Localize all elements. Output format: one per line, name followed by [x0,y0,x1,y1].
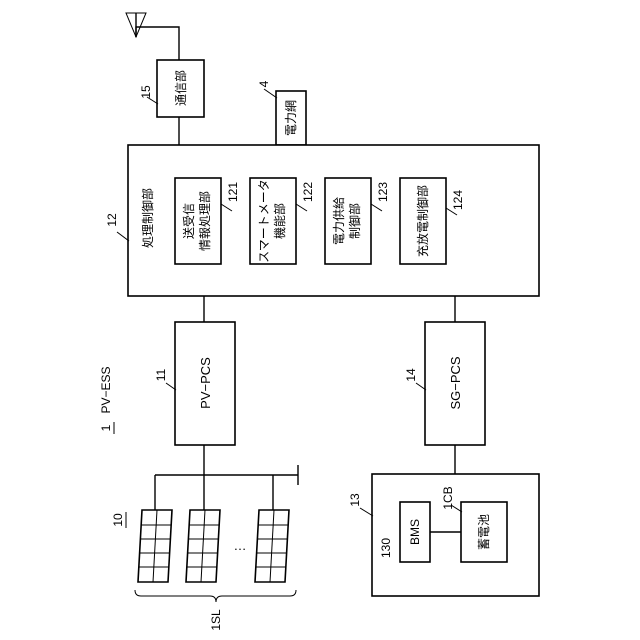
sub-unit-smart-meter-label-line2: 機能部 [272,203,287,239]
storage-unit-ref: 13 [348,493,362,507]
processing-control-unit-ref: 12 [105,213,119,227]
storage-unit-leader [360,508,373,516]
communication-unit-ref: 15 [139,85,153,99]
sub-unit-transmit-info-label-line1: 送受信 [181,203,196,239]
system-name: PV−ESS [99,366,113,413]
solar-panel-icon [186,510,220,582]
battery-label: 蓄電池 [477,514,491,550]
processing-control-unit: 処理制御部 12 送受信 情報処理部 121 スマートメータ 機能部 122 電… [105,145,539,296]
processing-control-unit-label: 処理制御部 [140,188,155,248]
solar-array-ref: 10 [111,513,125,527]
sub-unit-transmit-info-label-line2: 情報処理部 [197,191,212,251]
sub-unit-power-supply-control-label-line1: 電力供給 [332,197,346,245]
communication-unit-label: 通信部 [173,70,188,106]
sg-pcs-label: SG−PCS [448,356,463,409]
system-ref: 1 [99,424,113,431]
sub-unit-power-supply-control-label-line2: 制御部 [347,203,362,239]
system-label: 1 PV−ESS [99,366,114,434]
sub-unit-charge-discharge-control-ref: 124 [451,190,465,210]
bms-ref: 130 [379,538,393,558]
antenna-icon [126,13,179,60]
bms-label: BMS [408,519,422,545]
storage-unit: 13 BMS 130 蓄電池 1CB [348,474,539,596]
power-grid-label: 電力網 [284,100,298,136]
sub-unit-smart-meter-label-line1: スマートメータ [257,179,271,263]
sg-pcs-ref: 14 [404,368,418,382]
power-grid: 電力網 4 [257,80,306,145]
power-grid-leader [264,89,277,98]
pv-pcs-label: PV−PCS [198,357,213,409]
pv-pcs-ref: 11 [154,368,168,381]
panel-brace [135,590,296,602]
sub-unit-power-supply-control-ref: 123 [376,182,390,202]
panel-string-ref: 1SL [209,609,223,631]
sub-unit-transmit-info-ref: 121 [226,182,240,202]
sub-unit-charge-discharge-control-label: 充放電制御部 [415,185,430,257]
solar-panel-icon [138,510,172,582]
sub-unit-smart-meter-ref: 122 [301,182,315,202]
pv-pcs: PV−PCS 11 [154,322,235,445]
communication-unit: 通信部 15 [139,60,204,117]
solar-panel-icon [255,510,289,582]
sg-pcs: SG−PCS 14 [404,322,485,445]
power-grid-ref: 4 [257,80,271,87]
panel-ellipsis: … [234,538,247,553]
